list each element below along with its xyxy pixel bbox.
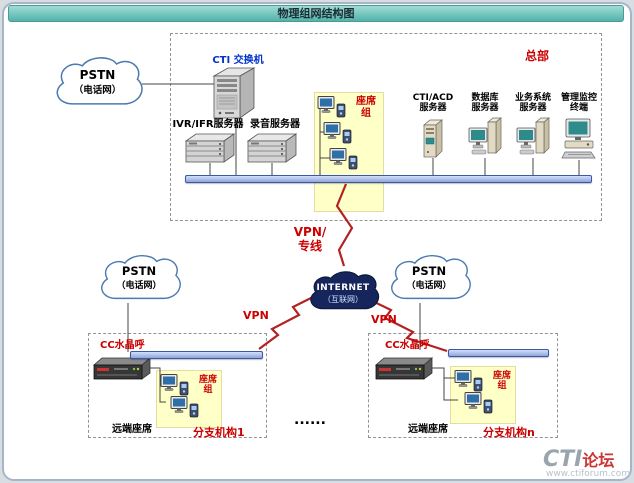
pstn-sublabel: （电话网） (116, 281, 162, 291)
branch1-remote-agent-label: 远端座席 (112, 424, 152, 435)
diagram-title-bar: 物理组网结构图 (8, 5, 624, 22)
vpn-right-label: VPN (371, 313, 397, 326)
pstn-label: PSTN (411, 264, 447, 278)
agent-workstation-icon (454, 369, 484, 393)
watermark-cti: CTI (543, 447, 583, 472)
vpn-trunk-label: VPN/ 专线 (293, 225, 327, 253)
internet-sublabel: （互联网） (323, 295, 363, 304)
branchN-remote-agent-label: 远端座席 (408, 424, 448, 435)
cti-switch-label: CTI 交换机 (212, 55, 264, 66)
agent-workstation-icon (323, 121, 353, 145)
branchN-agent-group-label: 座席组 (492, 371, 511, 392)
branchN-lan-bus (448, 349, 549, 357)
cloud-icon (391, 254, 471, 300)
vpn-left-label: VPN (243, 309, 269, 322)
branchN-group-box (368, 333, 558, 438)
pstn-sublabel: （电话网） (406, 281, 452, 291)
watermark-url: www.ctiforum.com (546, 469, 631, 479)
watermark-forum: 论坛 (582, 451, 615, 470)
diagram-title: 物理组网结构图 (277, 7, 355, 20)
cti-switch-icon (210, 66, 258, 120)
branchN-pstn-cloud: PSTN （电话网） (385, 252, 473, 306)
branch-ellipsis: ...... (294, 412, 326, 428)
branchN-device-icon (374, 356, 434, 380)
recording-server-icon (246, 131, 298, 163)
pstn-label: PSTN (79, 68, 116, 82)
hq-lan-bus (185, 175, 592, 183)
agent-workstation-icon (464, 391, 494, 415)
cloud-icon (101, 254, 181, 300)
agent-workstation-icon (317, 95, 347, 119)
branch1-pstn-cloud: PSTN （电话网） (95, 252, 183, 306)
pstn-sublabel: （电话网） (73, 85, 122, 96)
dark-cloud-icon (310, 271, 380, 310)
branch1-device-icon (92, 356, 152, 380)
server-label-cti-acd: CTI/ACD 服务器 (412, 93, 454, 114)
watermark-brand: CTI论坛 (543, 447, 614, 472)
server-label-database: 数据库 服务器 (471, 93, 499, 114)
database-server-icon (468, 116, 502, 160)
monitor-terminal-icon (561, 118, 597, 160)
ivr-server-label: IVR/IFR服务器 (172, 119, 244, 130)
branch1-group-box (88, 333, 267, 438)
internet-label: INTERNET (316, 283, 370, 293)
hq-region-label: 总部 (525, 49, 550, 63)
branch1-device-label: CC水晶呼 (100, 340, 145, 351)
internet-cloud: INTERNET （互联网） (305, 266, 381, 318)
branch1-agent-group-label: 座席组 (198, 375, 217, 396)
hq-group-box (170, 33, 602, 221)
branch1-lan-bus (130, 351, 263, 359)
pstn-label: PSTN (121, 264, 157, 278)
agent-workstation-icon (329, 147, 359, 171)
cloud-icon (56, 57, 143, 105)
branchN-name-label: 分支机构n (483, 426, 535, 439)
branchN-device-label: CC水晶呼 (385, 340, 430, 351)
hq-pstn-cloud: PSTN （电话网） (50, 54, 145, 112)
server-label-business: 业务系统 服务器 (514, 93, 551, 114)
business-server-icon (516, 116, 550, 160)
recording-server-label: 录音服务器 (250, 119, 300, 130)
hq-agent-group-label: 座席组 (356, 96, 376, 119)
server-label-monitor-terminal: 管理监控 终端 (560, 93, 597, 114)
agent-workstation-icon (160, 373, 190, 397)
ivr-server-icon (184, 131, 236, 163)
agent-workstation-icon (170, 395, 200, 419)
cti-acd-server-icon (421, 117, 445, 159)
branch1-name-label: 分支机构1 (193, 426, 245, 439)
